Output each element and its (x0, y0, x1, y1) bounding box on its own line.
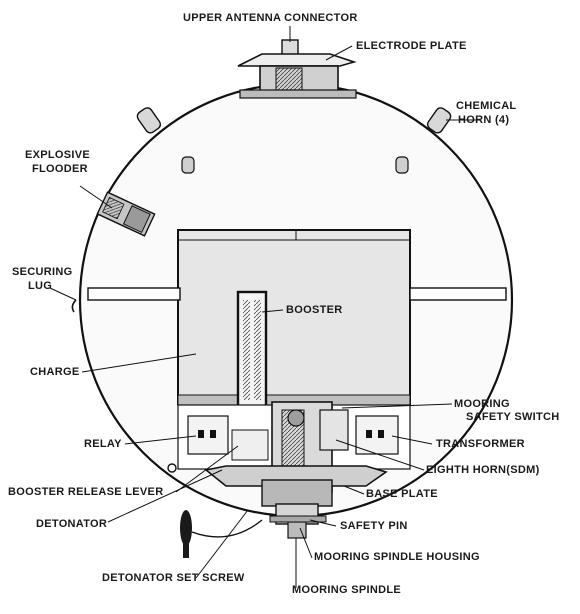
label-charge: CHARGE (30, 366, 80, 378)
leader-lines (49, 26, 480, 588)
base-plate-assembly (167, 463, 388, 539)
label-chemical-horn-line1: CHEMICAL (456, 100, 517, 112)
label-safety-pin: SAFETY PIN (340, 520, 408, 532)
label-upper-antenna-connector: UPPER ANTENNA CONNECTOR (183, 12, 358, 24)
charge-body (177, 229, 411, 406)
label-explosive-flooder-line1: EXPLOSIVE (25, 149, 91, 161)
label-mooring-spindle: MOORING SPINDLE (292, 584, 402, 596)
label-chemical-horn-line2: HORN (4) (458, 114, 510, 126)
label-eighth-horn: EIGHTH HORN(SDM) (426, 464, 540, 476)
label-detonator-set-screw: DETONATOR SET SCREW (102, 572, 245, 584)
label-mooring-safety-switch-line2: SAFETY SWITCH (466, 411, 560, 423)
securing-lug-bars (71, 287, 507, 313)
label-detonator: DETONATOR (36, 518, 108, 530)
label-mooring-safety-switch-line1: MOORING (454, 398, 510, 410)
label-mooring-spindle-housing: MOORING SPINDLE HOUSING (314, 551, 480, 563)
label-securing-lug-line2: LUG (28, 280, 53, 292)
lower-compartment (177, 401, 411, 493)
explosive-flooder (96, 191, 156, 237)
booster-tube (236, 290, 268, 414)
label-securing-lug-line1: SECURING (12, 266, 73, 278)
label-explosive-flooder-line2: FLOODER (32, 163, 88, 175)
label-electrode-plate: ELECTRODE PLATE (356, 40, 467, 52)
detonator-handle (180, 510, 263, 558)
chemical-horns (136, 107, 452, 174)
label-transformer: TRANSFORMER (436, 438, 525, 450)
label-booster: BOOSTER (286, 304, 343, 316)
label-base-plate: BASE PLATE (366, 488, 438, 500)
label-relay: RELAY (84, 438, 122, 450)
electrode-plate-assembly (237, 39, 357, 99)
label-booster-release-lever: BOOSTER RELEASE LEVER (8, 486, 164, 498)
